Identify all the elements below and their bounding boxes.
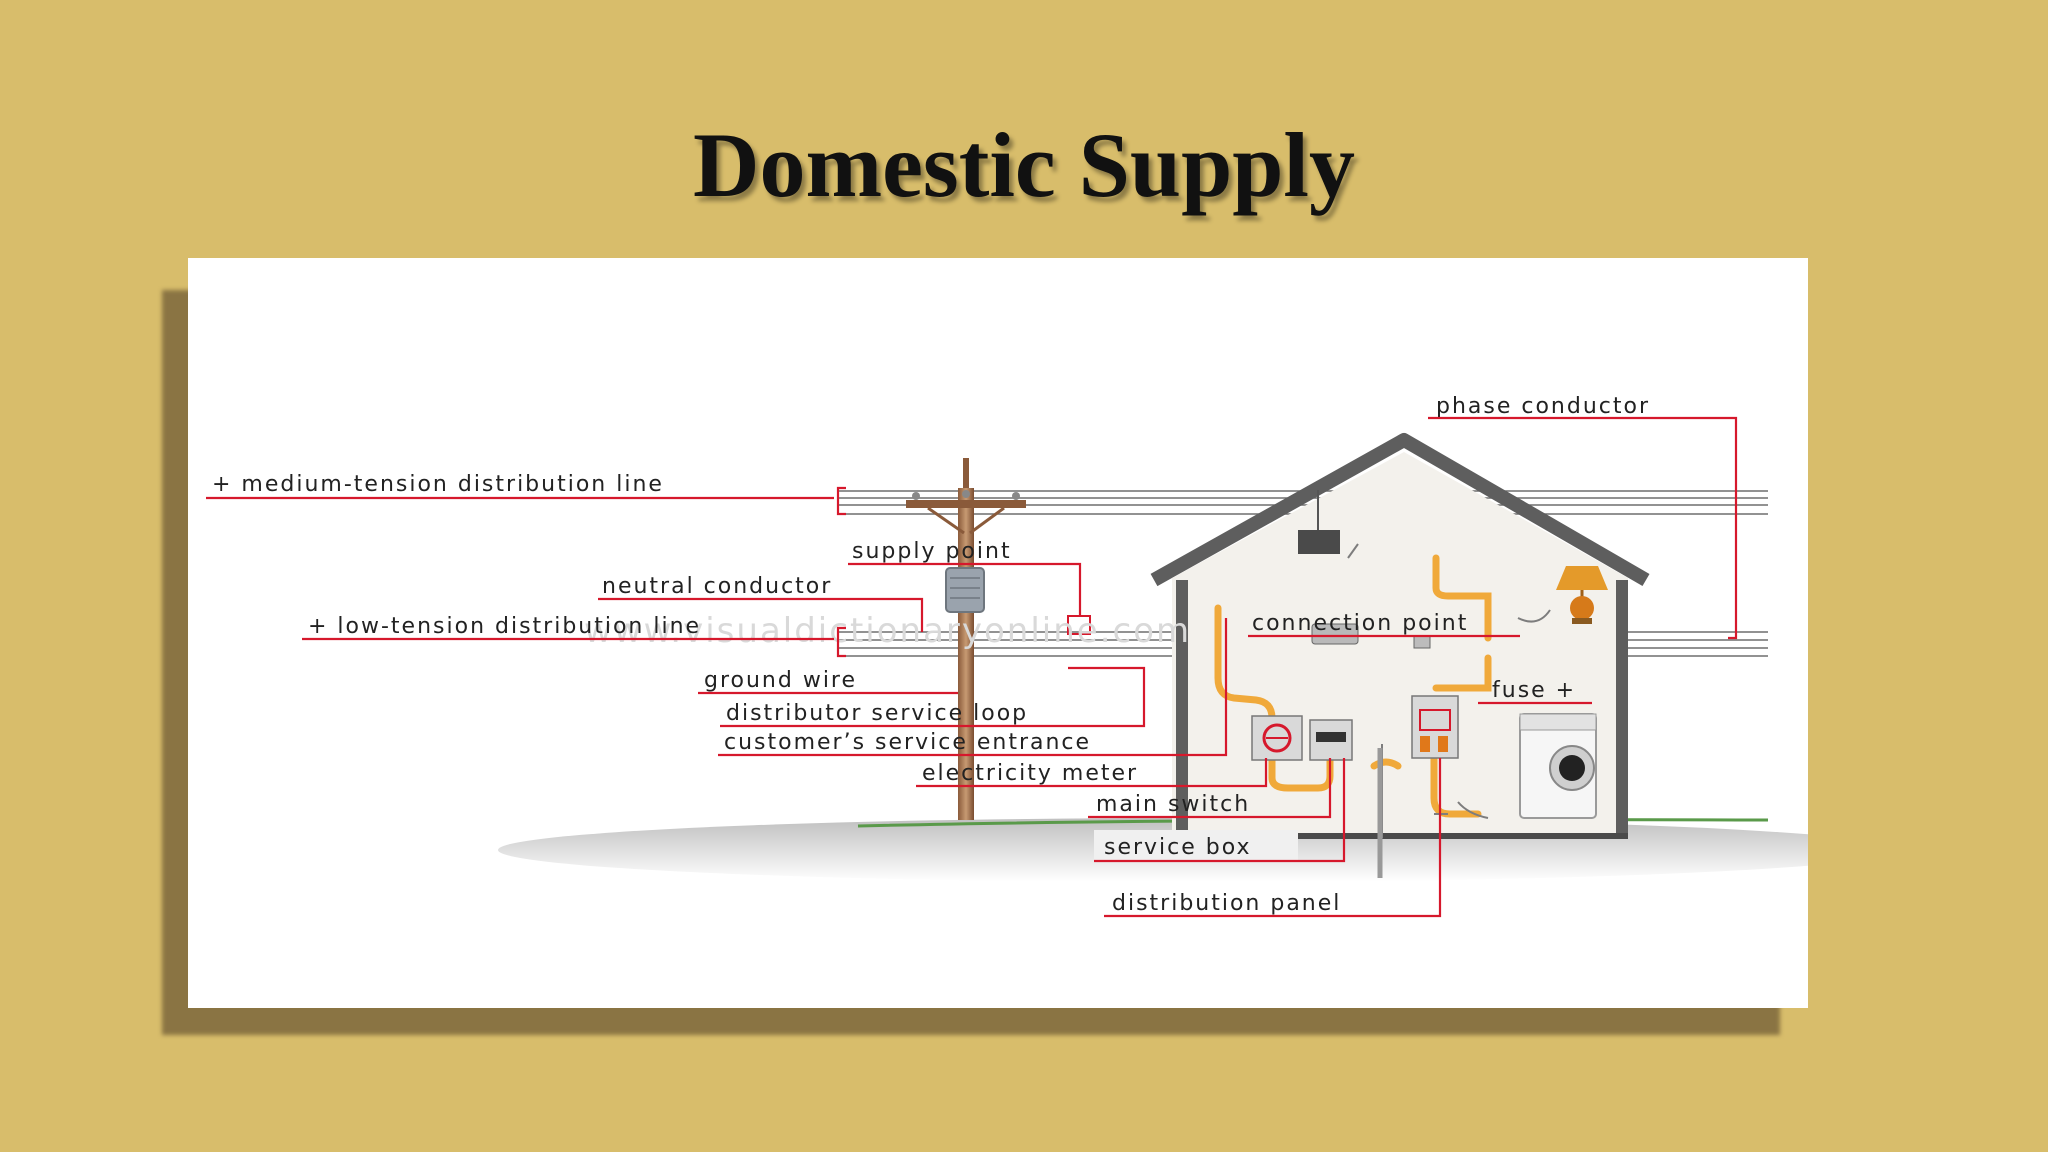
svg-text:supply point: supply point — [852, 539, 1012, 564]
watermark: www.visualdictionaryonline.com — [584, 611, 1191, 651]
svg-text:fuse +: fuse + — [1492, 678, 1576, 703]
label-low-tension: + low-tension distribution line — [302, 614, 846, 658]
svg-text:service box: service box — [1104, 835, 1252, 860]
lamp-icon — [1556, 566, 1608, 624]
label-phase-conductor: phase conductor — [1428, 394, 1738, 640]
label-neutral-conductor: neutral conductor — [598, 574, 924, 632]
utility-pole — [906, 458, 1026, 820]
label-supply-point: supply point — [848, 539, 1082, 616]
label-distributor-service-loop: distributor service loop — [720, 666, 1146, 728]
connection-point-icon — [1311, 623, 1431, 649]
svg-text:ground wire: ground wire — [704, 668, 857, 693]
transformer-icon — [945, 567, 985, 613]
diagram-svg: www.visualdictionaryonline.com phase con… — [206, 394, 1808, 918]
label-connection-point: connection point — [1248, 611, 1520, 638]
electricity-meter-icon — [1251, 715, 1303, 761]
svg-text:distributor service loop: distributor service loop — [726, 701, 1028, 726]
svg-text:distribution panel: distribution panel — [1112, 891, 1341, 916]
label-main-switch: main switch — [1088, 758, 1332, 819]
slide-title: Domestic Supply — [693, 114, 1355, 216]
label-customers-service-entrance: customer’s service entrance — [718, 618, 1228, 757]
svg-text:phase conductor: phase conductor — [1436, 394, 1650, 419]
label-ground-wire: ground wire — [698, 668, 958, 695]
label-electricity-meter: electricity meter — [916, 758, 1268, 788]
svg-text:neutral conductor: neutral conductor — [602, 574, 832, 599]
house-wiring — [1214, 554, 1492, 818]
svg-text:electricity meter: electricity meter — [922, 761, 1138, 786]
attic-box-icon — [1298, 490, 1340, 554]
label-medium-tension: + medium-tension distribution line — [206, 472, 846, 516]
domestic-supply-diagram: www.visualdictionaryonline.com phase con… — [188, 258, 1808, 1008]
svg-text:+ medium-tension distribution: + medium-tension distribution line — [212, 472, 664, 497]
label-fuse: fuse + — [1478, 678, 1592, 705]
washing-machine-icon — [1519, 713, 1597, 819]
label-distribution-panel: distribution panel — [1104, 758, 1442, 918]
svg-text:connection point: connection point — [1252, 611, 1468, 636]
main-switch-icon — [1309, 719, 1353, 761]
svg-text:main switch: main switch — [1096, 792, 1250, 817]
svg-text:+ low-tension distribution lin: + low-tension distribution line — [308, 614, 701, 639]
distribution-panel-icon — [1411, 695, 1459, 759]
label-service-box: service box — [1094, 758, 1346, 863]
svg-text:customer’s service entrance: customer’s service entrance — [724, 730, 1091, 755]
